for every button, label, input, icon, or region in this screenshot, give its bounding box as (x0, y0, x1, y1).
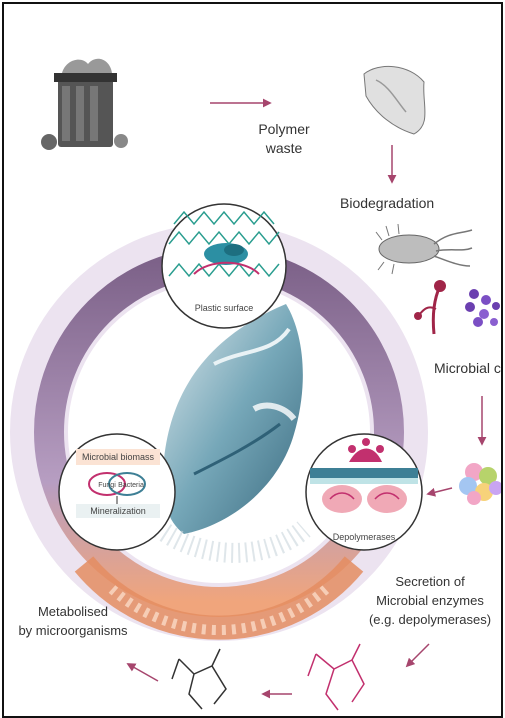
fungus-icon (414, 280, 446, 334)
label-plastic-surface-text: Plastic surface (195, 303, 254, 313)
label-depolymerases: Depolymerases (324, 532, 404, 543)
label-polymer-waste: Polymer waste (244, 120, 324, 158)
polymer-chain-icon (172, 644, 364, 710)
label-microbial-biomass: Microbial biomass (76, 452, 160, 463)
label-fungi-text: Fungi (98, 482, 116, 489)
label-bacteria-text: Bacteria (118, 482, 144, 489)
label-mineralization-text: Mineralization (90, 506, 146, 516)
label-secretion: Secretion of Microbial enzymes (e.g. dep… (362, 572, 498, 629)
bacteria-cluster-icon (465, 289, 500, 327)
trash-bin-icon (41, 59, 128, 150)
label-metabolised-text: Metabolised by microorganisms (18, 604, 127, 638)
bacterium-icon (376, 224, 472, 274)
label-depolymerases-text: Depolymerases (333, 532, 396, 542)
label-microbial-cells-text: Microbial ce (434, 360, 503, 376)
plastic-bag-center (154, 304, 304, 553)
label-plastic-surface: Plastic surface (184, 303, 264, 314)
label-polymer-waste-text: Polymer waste (258, 121, 309, 156)
cell-cluster-icon (459, 463, 501, 505)
label-microbial-biomass-text: Microbial biomass (82, 452, 154, 462)
label-secretion-text: Secretion of Microbial enzymes (e.g. dep… (369, 574, 491, 627)
label-bacteria: Bacteria (116, 480, 146, 491)
plastic-bag-icon (364, 66, 425, 134)
label-biodegradation-text: Biodegradation (340, 195, 434, 211)
label-biodegradation: Biodegradation (340, 194, 434, 213)
label-metabolised: Metabolised by microorganisms (8, 602, 138, 640)
label-mineralization: Mineralization (76, 506, 160, 517)
label-microbial-cells: Microbial ce (434, 359, 503, 378)
